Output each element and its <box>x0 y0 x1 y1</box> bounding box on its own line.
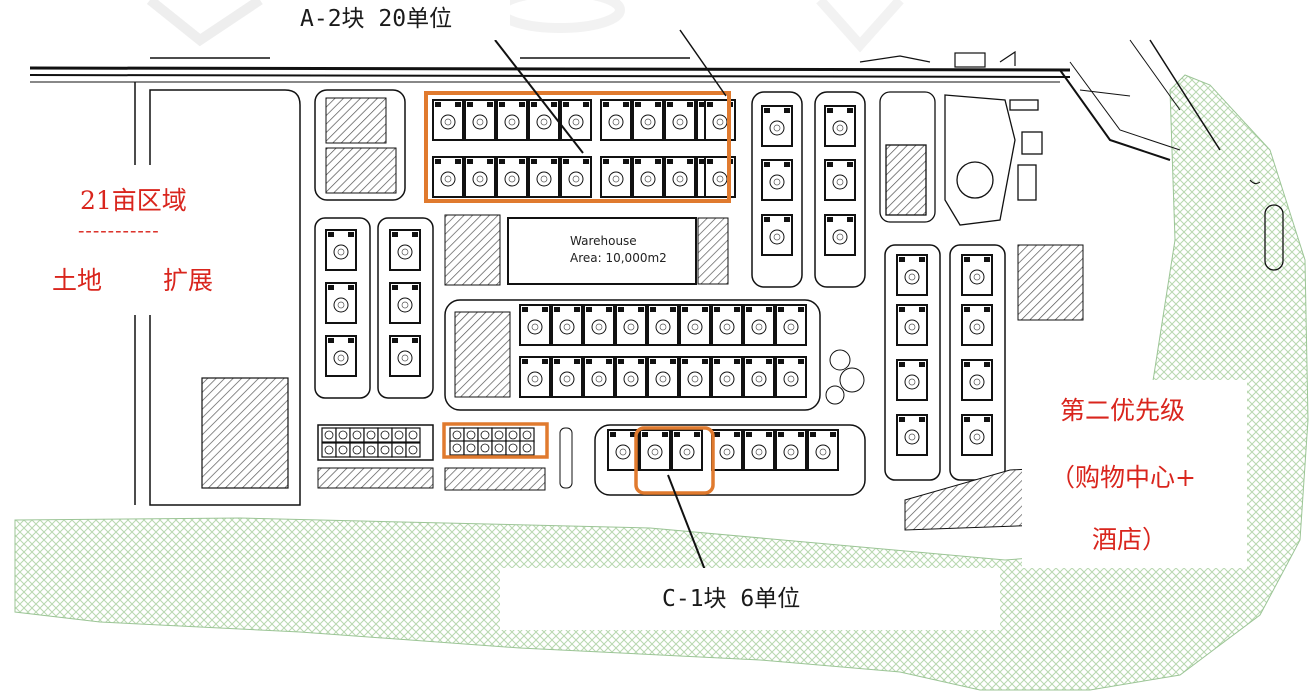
block-c1-leader <box>667 474 706 571</box>
c1-row-units <box>607 429 839 471</box>
block-a2-label: A-2块 20单位 <box>300 6 453 32</box>
block-a2-units <box>432 99 736 198</box>
label-box-c1 <box>500 568 1000 630</box>
warehouse-area: Area: 10,000m2 <box>570 251 667 265</box>
warehouse: Warehouse Area: 10,000m2 <box>444 214 729 286</box>
priority-label-line3: 酒店） <box>1092 525 1168 554</box>
label-box-priority <box>1022 380 1247 568</box>
block-a2-leader <box>494 39 584 154</box>
sw-small-units <box>321 427 535 458</box>
priority-label-line2: （购物中心+ <box>1050 463 1196 492</box>
central-villas <box>519 304 807 398</box>
small-block-highlight <box>442 422 549 459</box>
land-label: 土地 <box>52 266 103 295</box>
area-21mu-label: 21亩区域 <box>80 186 187 215</box>
dash-separator: ----------- <box>78 220 160 242</box>
watermark <box>146 0 904 53</box>
block-a2-highlight <box>424 91 731 203</box>
hatched-lot-west <box>201 377 289 489</box>
label-box-west <box>30 165 275 315</box>
warehouse-name: Warehouse <box>570 234 637 248</box>
label-box-a2 <box>290 0 510 40</box>
block-c1-label: C-1块 6单位 <box>662 586 801 612</box>
expand-label: 扩展 <box>163 266 214 295</box>
priority-label-line1: 第二优先级 <box>1060 396 1186 425</box>
villa-column-west <box>314 217 434 399</box>
